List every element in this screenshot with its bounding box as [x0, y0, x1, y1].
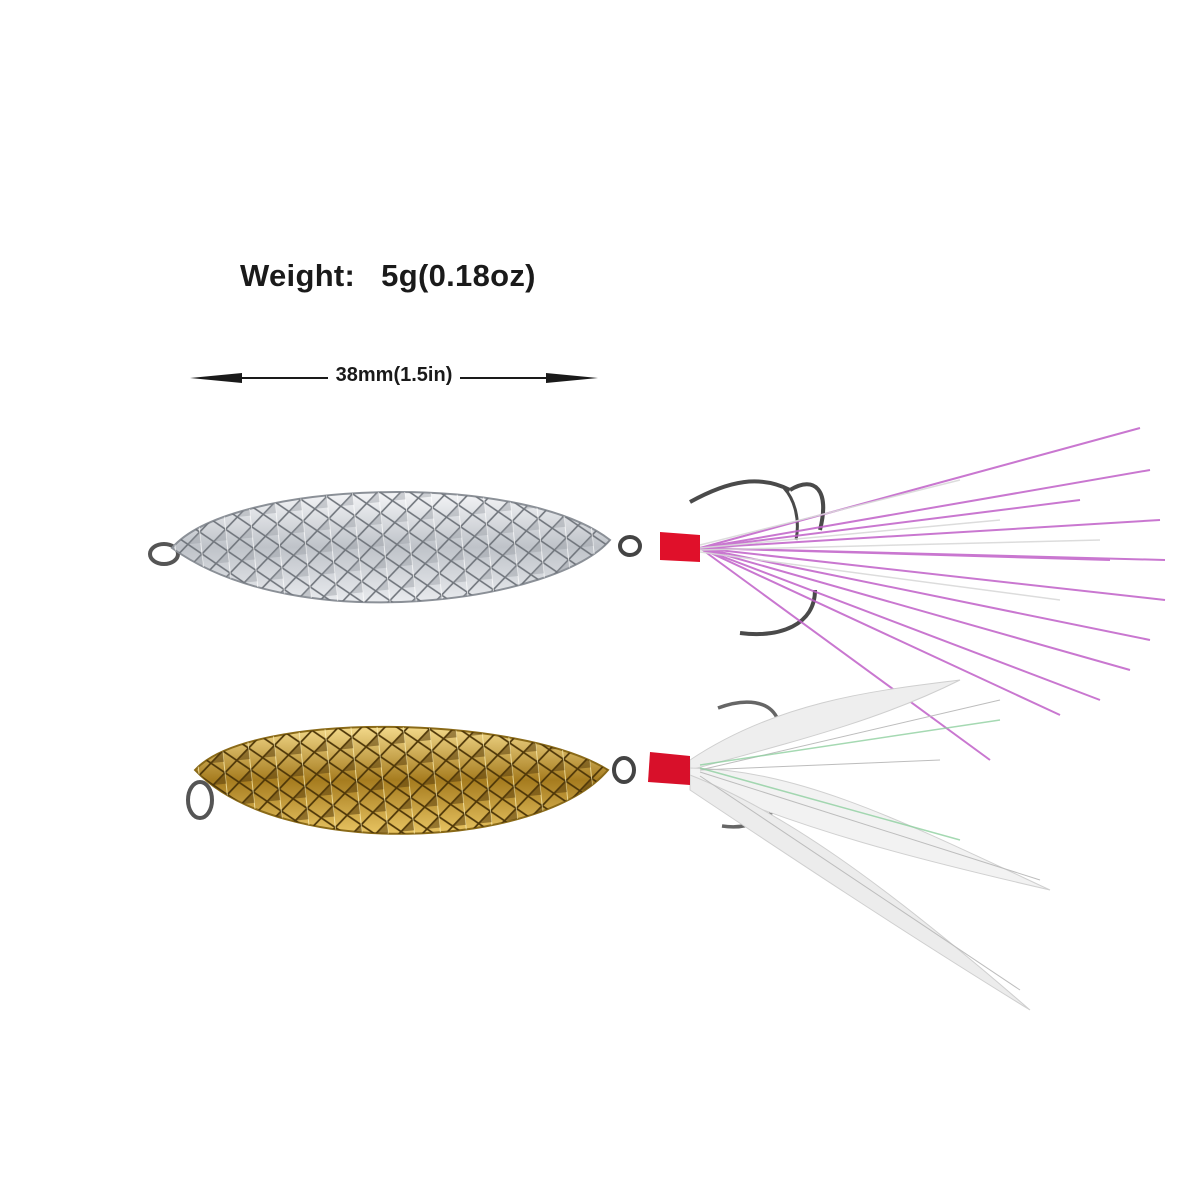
purple-flash-tail — [699, 427, 1166, 761]
split-ring-icon — [618, 535, 642, 557]
hook-icon — [689, 479, 791, 504]
length-label: 38mm(1.5in) — [327, 364, 461, 386]
white-feather-tail — [689, 679, 1051, 1011]
hook-icon — [788, 482, 826, 531]
weight-spec: Weight: 5g(0.18oz) — [240, 258, 536, 294]
gold-spoon-lure — [186, 679, 1051, 1011]
silver-spoon-pattern — [172, 492, 610, 603]
hook-icon — [717, 700, 780, 721]
thread-wrap — [660, 532, 700, 562]
weight-value: 5g(0.18oz) — [381, 258, 536, 293]
length-dimension: 38mm(1.5in) — [188, 360, 600, 396]
thread-wrap — [648, 752, 690, 785]
gold-spoon-pattern — [195, 726, 608, 834]
length-label-wrap: 38mm(1.5in) — [188, 364, 600, 387]
silver-spoon-lure — [148, 427, 1166, 761]
split-ring-icon — [148, 542, 180, 566]
weight-label: Weight: — [240, 258, 356, 293]
split-ring-icon — [186, 780, 214, 820]
split-ring-icon — [612, 756, 636, 784]
